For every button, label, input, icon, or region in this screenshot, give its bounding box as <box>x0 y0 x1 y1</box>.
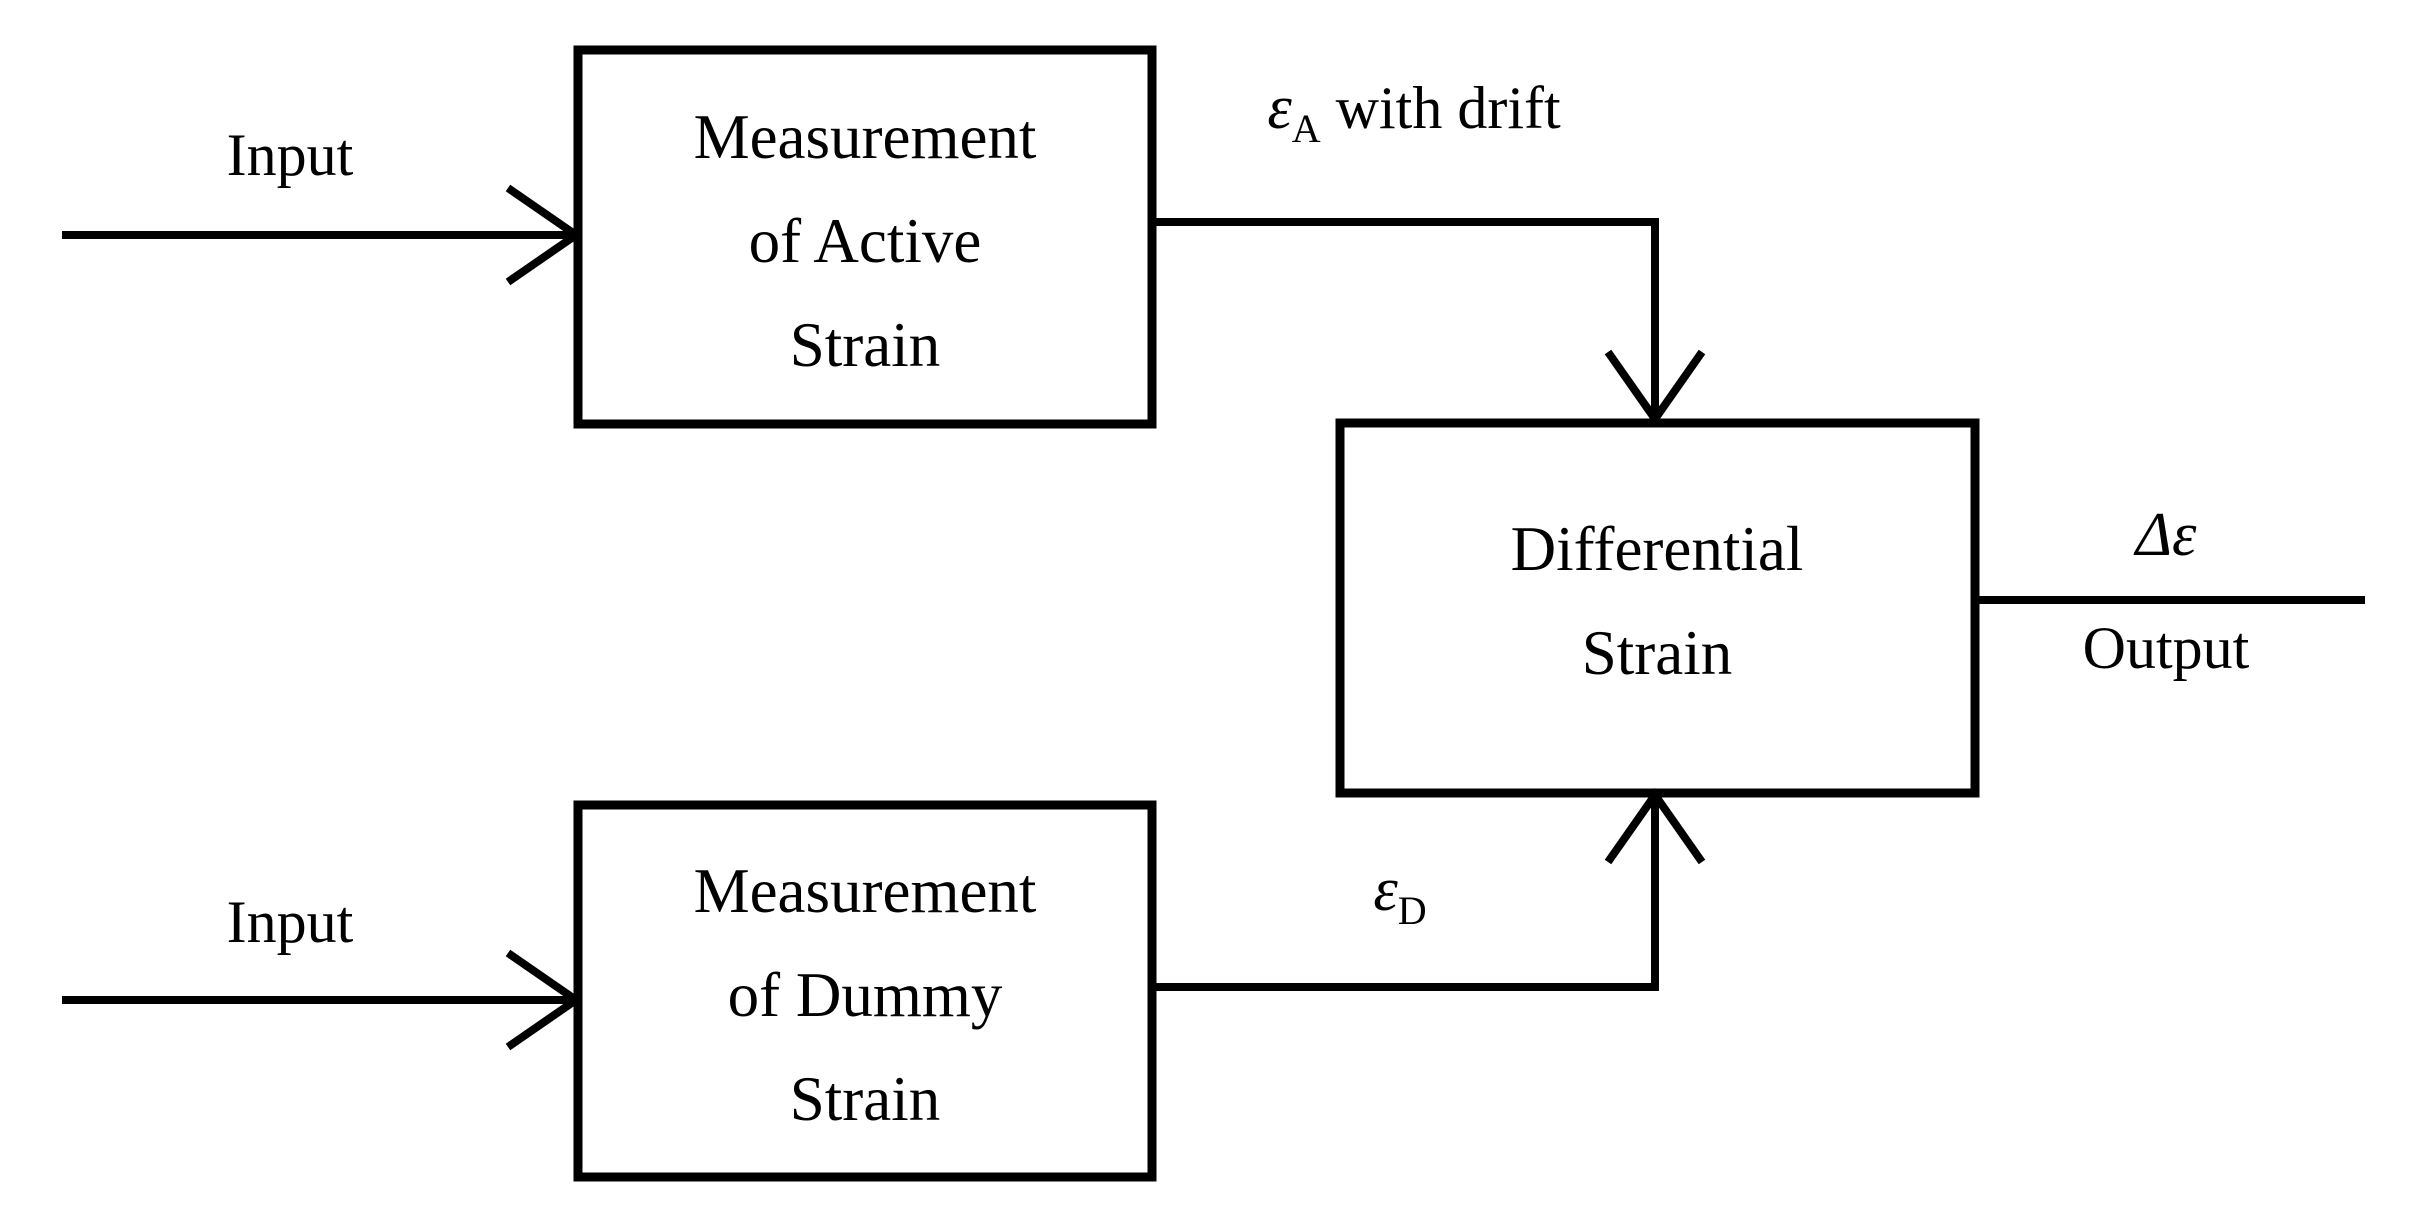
label-dummy-output: εD <box>1373 856 1426 933</box>
block-dummy-line-3: Strain <box>790 1064 941 1134</box>
input-label-bottom: Input <box>227 889 354 955</box>
block-measurement-active-strain: Measurement of Active Strain <box>573 45 1157 429</box>
block-differential-rect <box>1335 418 1980 798</box>
connector-dummy-to-differential <box>1152 788 1706 991</box>
label-output-text: Output <box>2083 615 2250 681</box>
block-dummy-line-1: Measurement <box>694 856 1037 926</box>
label-active-output: εA with drift <box>1267 74 1561 151</box>
block-measurement-dummy-strain: Measurement of Dummy Strain <box>573 800 1157 1182</box>
block-dummy-rect <box>573 800 1157 1182</box>
epsilon-subscript-active: A <box>1292 106 1321 151</box>
block-active-rect <box>573 45 1157 429</box>
block-differential-strain: Differential Strain <box>1335 418 1980 798</box>
block-differential-line-2: Strain <box>1582 618 1733 688</box>
input-arrow-top <box>62 184 584 286</box>
arrowhead-icon-dummy-up <box>1604 788 1706 865</box>
label-output-symbol: Δε <box>2133 501 2197 569</box>
delta-symbol: Δ <box>2133 501 2172 569</box>
block-active-line-3: Strain <box>790 310 941 380</box>
block-dummy-line-2: of Dummy <box>728 960 1003 1030</box>
epsilon-symbol-dummy: ε <box>1373 856 1398 924</box>
epsilon-subscript-dummy: D <box>1398 888 1427 933</box>
block-active-line-1: Measurement <box>694 102 1037 172</box>
input-arrow-bottom <box>62 949 584 1051</box>
epsilon-symbol-output: ε <box>2172 501 2197 569</box>
connector-active-to-differential <box>1152 218 1706 426</box>
block-active-line-2: of Active <box>749 206 982 276</box>
epsilon-symbol-active: ε <box>1267 74 1292 142</box>
label-active-output-suffix: with drift <box>1321 75 1561 141</box>
input-label-top: Input <box>227 122 354 188</box>
block-differential-line-1: Differential <box>1511 514 1804 584</box>
